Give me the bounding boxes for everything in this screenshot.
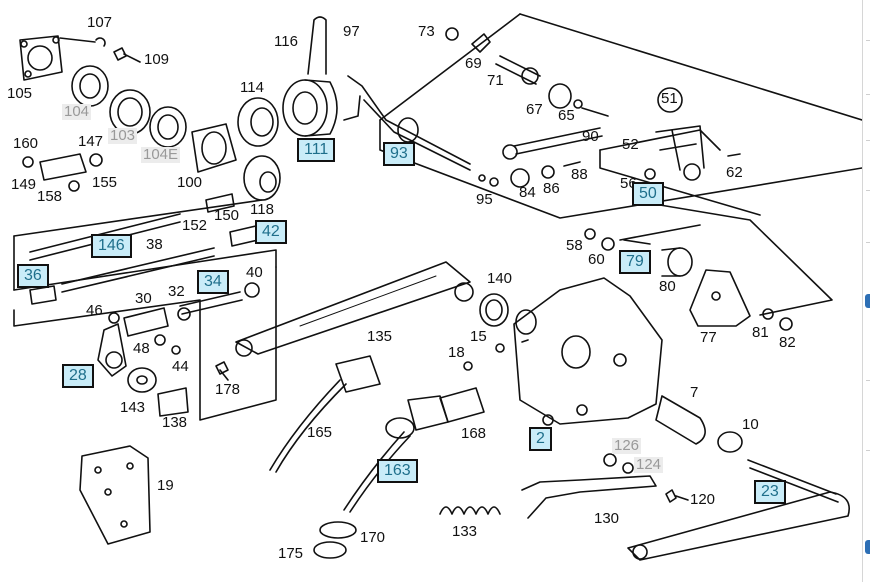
label-116: 116 xyxy=(274,33,298,50)
label-82: 82 xyxy=(779,334,796,351)
label-32: 32 xyxy=(168,283,185,300)
label-15: 15 xyxy=(470,328,487,345)
callout-34[interactable]: 34 xyxy=(197,270,229,294)
edge-marker xyxy=(865,540,870,554)
label-124: 124 xyxy=(634,456,664,473)
callout-163[interactable]: 163 xyxy=(377,459,418,483)
label-51: 51 xyxy=(661,90,678,107)
callout-42[interactable]: 42 xyxy=(255,220,287,244)
label-104e: 104E xyxy=(141,146,181,163)
callout-146[interactable]: 146 xyxy=(91,234,132,258)
label-114: 114 xyxy=(240,79,264,96)
label-143: 143 xyxy=(120,399,146,416)
label-120: 120 xyxy=(690,491,716,508)
label-58: 58 xyxy=(566,237,583,254)
label-95: 95 xyxy=(476,191,493,208)
label-140: 140 xyxy=(487,270,513,287)
label-150: 150 xyxy=(214,207,240,224)
label-133: 133 xyxy=(452,523,478,540)
label-7: 7 xyxy=(690,384,699,401)
label-81: 81 xyxy=(752,324,769,341)
label-109: 109 xyxy=(144,51,170,68)
label-77: 77 xyxy=(700,329,717,346)
edge-tick xyxy=(866,380,870,381)
label-86: 86 xyxy=(543,180,560,197)
callout-2[interactable]: 2 xyxy=(529,427,552,451)
label-118: 118 xyxy=(250,201,274,218)
callout-28[interactable]: 28 xyxy=(62,364,94,388)
label-104: 104 xyxy=(62,103,92,120)
callout-79[interactable]: 79 xyxy=(619,250,651,274)
edge-tick xyxy=(866,450,870,451)
label-18: 18 xyxy=(448,344,465,361)
label-52: 52 xyxy=(622,136,639,153)
callout-36[interactable]: 36 xyxy=(17,264,49,288)
label-170: 170 xyxy=(360,529,386,546)
label-71: 71 xyxy=(487,72,504,89)
label-67: 67 xyxy=(526,101,543,118)
label-100: 100 xyxy=(177,174,203,191)
label-155: 155 xyxy=(92,174,118,191)
label-103: 103 xyxy=(108,127,138,144)
edge-tick xyxy=(866,94,870,95)
label-40: 40 xyxy=(246,264,263,281)
label-149: 149 xyxy=(11,176,37,193)
label-152: 152 xyxy=(182,217,208,234)
label-158: 158 xyxy=(37,188,63,205)
label-10: 10 xyxy=(742,416,759,433)
label-84: 84 xyxy=(519,184,536,201)
label-19: 19 xyxy=(157,477,174,494)
label-138: 138 xyxy=(162,414,188,431)
label-48: 48 xyxy=(133,340,150,357)
edge-tick xyxy=(866,190,870,191)
edge-tick xyxy=(866,140,870,141)
callout-50[interactable]: 50 xyxy=(632,182,664,206)
label-69: 69 xyxy=(465,55,482,72)
label-90: 90 xyxy=(582,128,599,145)
label-62: 62 xyxy=(726,164,743,181)
label-175: 175 xyxy=(278,545,304,562)
callout-23[interactable]: 23 xyxy=(754,480,786,504)
label-60: 60 xyxy=(588,251,605,268)
label-130: 130 xyxy=(594,510,620,527)
label-44: 44 xyxy=(172,358,189,375)
edge-tick xyxy=(866,242,870,243)
label-147: 147 xyxy=(78,133,104,150)
label-88: 88 xyxy=(571,166,588,183)
label-73: 73 xyxy=(418,23,435,40)
label-105: 105 xyxy=(7,85,33,102)
label-80: 80 xyxy=(659,278,676,295)
label-38: 38 xyxy=(146,236,163,253)
label-168: 168 xyxy=(461,425,487,442)
label-30: 30 xyxy=(135,290,152,307)
label-160: 160 xyxy=(13,135,39,152)
label-135: 135 xyxy=(367,328,393,345)
label-126: 126 xyxy=(612,437,642,454)
label-65: 65 xyxy=(558,107,575,124)
callout-93[interactable]: 93 xyxy=(383,142,415,166)
edge-tick xyxy=(866,40,870,41)
label-178: 178 xyxy=(215,381,241,398)
page-edge xyxy=(862,0,863,582)
label-97: 97 xyxy=(343,23,360,40)
label-165: 165 xyxy=(307,424,333,441)
callout-111[interactable]: 111 xyxy=(297,138,336,162)
label-107: 107 xyxy=(87,14,113,31)
edge-marker xyxy=(865,294,870,308)
label-46: 46 xyxy=(86,302,103,319)
